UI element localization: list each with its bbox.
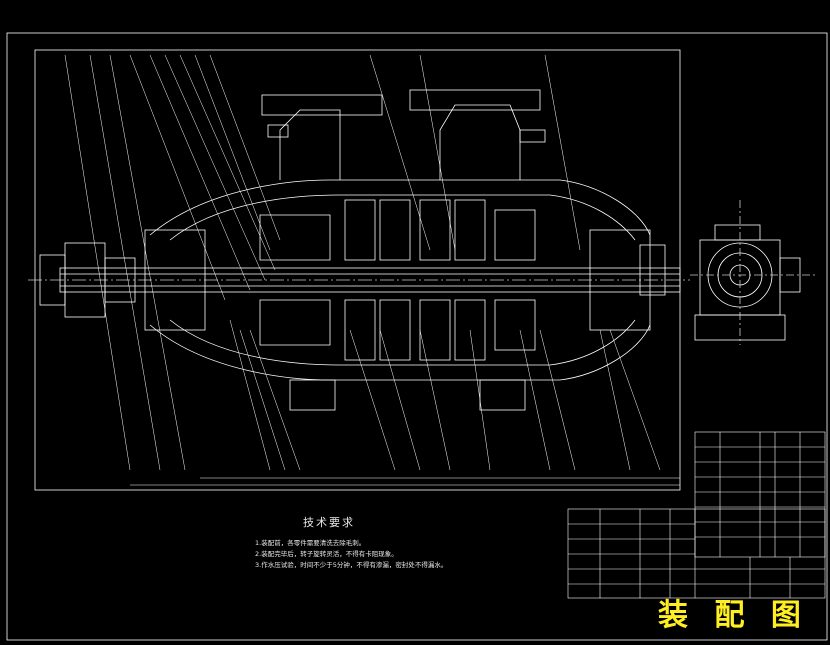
- requirement-item: 1.装配前，各零件需要清洗去除毛刺。: [255, 539, 366, 547]
- technical-requirements-list: 1.装配前，各零件需要清洗去除毛刺。 2.装配完毕后，转子旋转灵活，不得有卡阻现…: [255, 538, 447, 571]
- foot-right: [479, 379, 526, 411]
- pump-shaft: [59, 267, 681, 293]
- casing-lower: [149, 324, 651, 381]
- requirement-item: 3.作水压试验，时间不少于5分钟，不得有渗漏，密封处不得漏水。: [255, 561, 448, 569]
- technical-requirements-title: 技术要求: [303, 516, 355, 529]
- foot-left: [289, 379, 336, 411]
- discharge-nozzle: [439, 104, 521, 180]
- bearing-housing-left: [144, 229, 206, 331]
- impeller-stages: [344, 199, 536, 361]
- bearing-housing-right: [589, 229, 651, 331]
- requirement-item: 2.装配完毕后，转子旋转灵活，不得有卡阻现象。: [255, 550, 398, 558]
- main-view-frame: [34, 49, 681, 491]
- parts-list: [694, 431, 826, 558]
- title-block: [567, 508, 826, 599]
- casing-upper: [149, 179, 651, 236]
- suction-nozzle: [279, 109, 341, 180]
- leader-lines: [64, 54, 661, 471]
- assembly-drawing-label: 装 配 图: [658, 598, 809, 633]
- drawing-frame: [6, 32, 828, 641]
- side-view: [690, 200, 815, 345]
